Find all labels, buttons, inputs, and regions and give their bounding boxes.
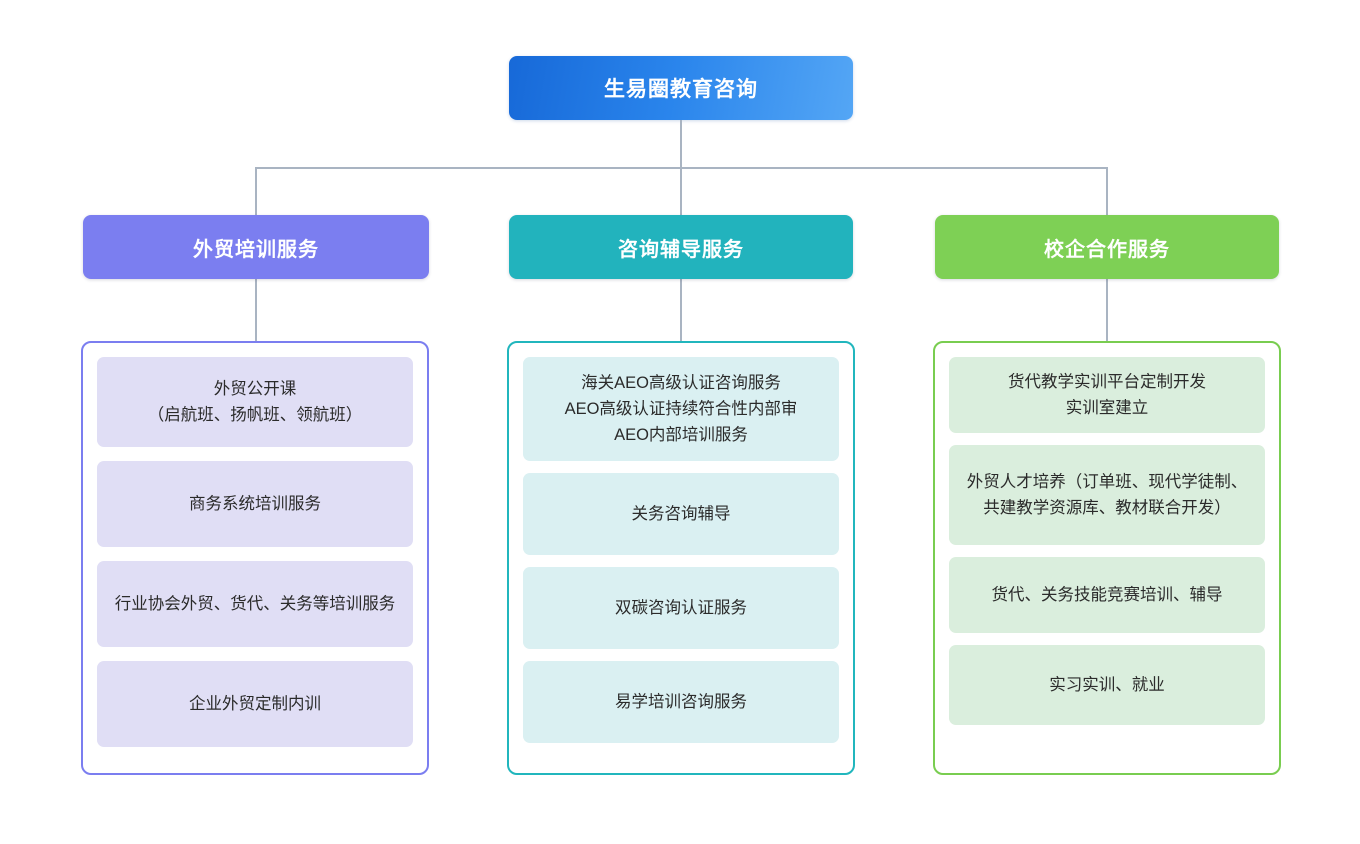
leaf-item[interactable]: 货代、关务技能竞赛培训、辅导 bbox=[949, 557, 1265, 633]
leaf-label: 外贸人才培养（订单班、现代学徒制、共建教学资源库、教材联合开发） bbox=[966, 473, 1248, 517]
connector-header-to-box-0 bbox=[255, 279, 257, 341]
root-node-label: 生易圈教育咨询 bbox=[604, 78, 758, 101]
leaf-label: 商务系统培训服务 bbox=[189, 495, 321, 513]
leaf-item[interactable]: 行业协会外贸、货代、关务等培训服务 bbox=[97, 561, 413, 647]
branch-header-1[interactable]: 咨询辅导服务 bbox=[509, 215, 853, 279]
connector-branch-0 bbox=[255, 167, 257, 216]
branch-header-2[interactable]: 校企合作服务 bbox=[935, 215, 1279, 279]
leaf-label: 双碳咨询认证服务 bbox=[615, 599, 747, 617]
leaf-item[interactable]: 商务系统培训服务 bbox=[97, 461, 413, 547]
leaf-label: 外贸公开课 （启航班、扬帆班、领航班） bbox=[147, 380, 363, 424]
leaf-item[interactable]: 双碳咨询认证服务 bbox=[523, 567, 839, 649]
leaf-item[interactable]: 海关AEO高级认证咨询服务 AEO高级认证持续符合性内部审 AEO内部培训服务 bbox=[523, 357, 839, 461]
branch-header-label-1: 咨询辅导服务 bbox=[618, 238, 744, 261]
connector-header-to-box-2 bbox=[1106, 279, 1108, 341]
connector-branch-2 bbox=[1106, 167, 1108, 216]
leaf-label: 货代、关务技能竞赛培训、辅导 bbox=[991, 586, 1223, 604]
connector-branch-1 bbox=[680, 167, 682, 216]
branch-box-0: 外贸公开课 （启航班、扬帆班、领航班） 商务系统培训服务 行业协会外贸、货代、关… bbox=[81, 341, 429, 775]
leaf-label: 实习实训、就业 bbox=[1049, 676, 1165, 694]
leaf-label: 企业外贸定制内训 bbox=[189, 695, 321, 713]
connector-header-to-box-1 bbox=[680, 279, 682, 341]
leaf-label: 货代教学实训平台定制开发 实训室建立 bbox=[1008, 373, 1206, 417]
branch-box-1: 海关AEO高级认证咨询服务 AEO高级认证持续符合性内部审 AEO内部培训服务 … bbox=[507, 341, 855, 775]
leaf-item[interactable]: 外贸公开课 （启航班、扬帆班、领航班） bbox=[97, 357, 413, 447]
leaf-label: 海关AEO高级认证咨询服务 AEO高级认证持续符合性内部审 AEO内部培训服务 bbox=[564, 374, 798, 444]
root-node[interactable]: 生易圈教育咨询 bbox=[509, 56, 853, 120]
leaf-item[interactable]: 货代教学实训平台定制开发 实训室建立 bbox=[949, 357, 1265, 433]
leaf-label: 易学培训咨询服务 bbox=[615, 693, 747, 711]
branch-header-label-2: 校企合作服务 bbox=[1044, 238, 1170, 261]
branch-box-2: 货代教学实训平台定制开发 实训室建立 外贸人才培养（订单班、现代学徒制、共建教学… bbox=[933, 341, 1281, 775]
leaf-item[interactable]: 实习实训、就业 bbox=[949, 645, 1265, 725]
leaf-item[interactable]: 关务咨询辅导 bbox=[523, 473, 839, 555]
connector-root-stem bbox=[680, 120, 682, 168]
leaf-label: 行业协会外贸、货代、关务等培训服务 bbox=[114, 595, 396, 613]
leaf-item[interactable]: 企业外贸定制内训 bbox=[97, 661, 413, 747]
branch-header-label-0: 外贸培训服务 bbox=[193, 238, 319, 261]
leaf-item[interactable]: 外贸人才培养（订单班、现代学徒制、共建教学资源库、教材联合开发） bbox=[949, 445, 1265, 545]
branch-header-0[interactable]: 外贸培训服务 bbox=[83, 215, 429, 279]
leaf-label: 关务咨询辅导 bbox=[631, 505, 731, 523]
leaf-item[interactable]: 易学培训咨询服务 bbox=[523, 661, 839, 743]
